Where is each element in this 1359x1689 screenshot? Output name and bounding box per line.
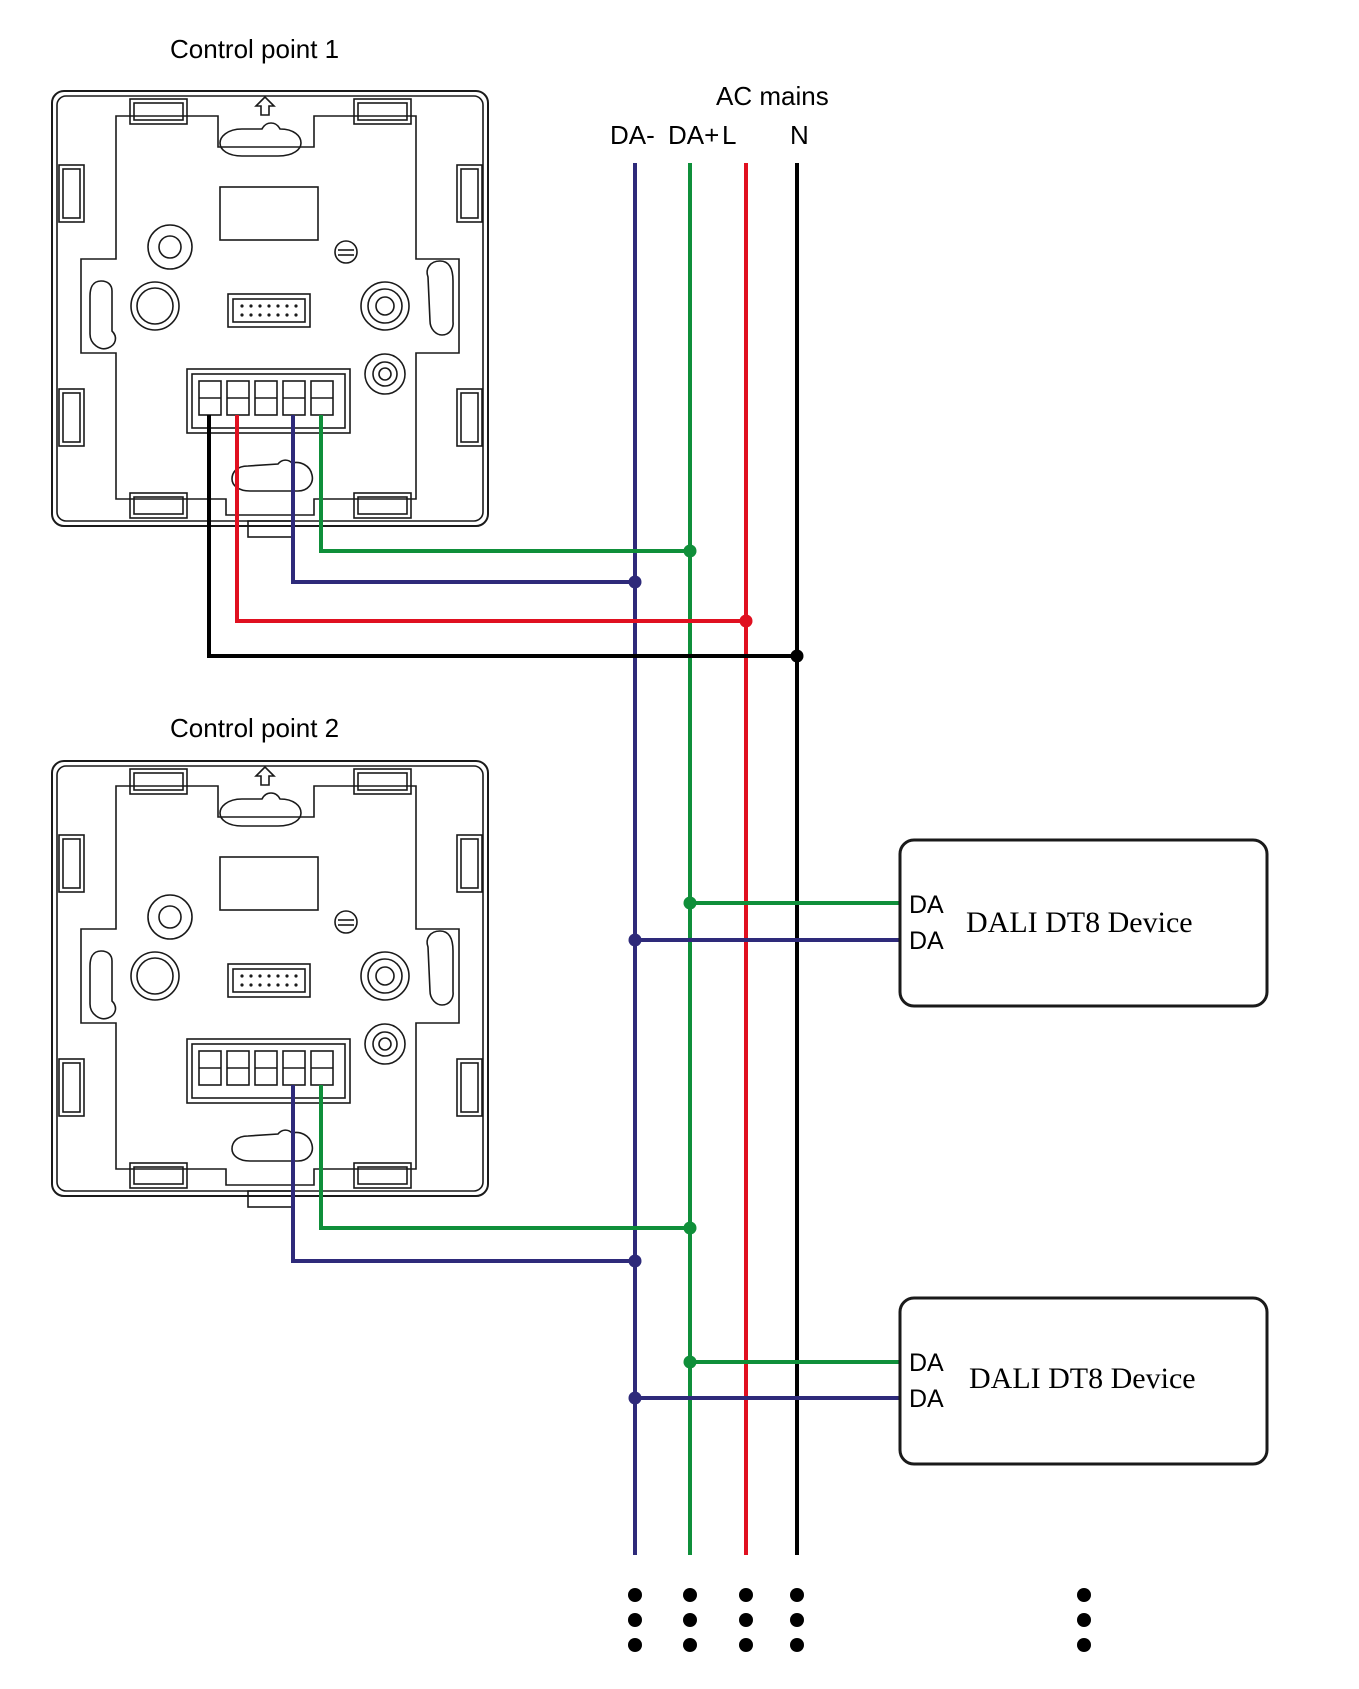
device-2-terminal-2: DA [909,1385,944,1413]
bus-label-da-minus: DA- [610,120,655,150]
cp1-neutral-wire [207,415,797,658]
junction-dot [739,614,753,628]
bus-label-n: N [790,120,809,150]
device-1-terminal-2: DA [909,927,944,955]
bus-label-da-plus: DA+ [668,120,719,150]
junction-dot [790,649,804,663]
dali-device-1: DA DA DALI DT8 Device [898,838,1269,1008]
ac-mains-label: AC mains [716,81,829,111]
junction-dot [628,575,642,589]
continuation-dots [628,1588,1091,1652]
junction-dot [683,1221,697,1235]
junction-dot [683,1355,697,1369]
device-2-terminal-1: DA [909,1349,944,1377]
cp2-da-minus-wire [291,1085,635,1263]
cp1-da-minus-wire [291,415,635,584]
device-1-terminal-1: DA [909,891,944,919]
cp2-da-plus-wire [319,1085,690,1230]
junction-dot [683,896,697,910]
device-2-title: DALI DT8 Device [969,1362,1196,1395]
device-1-title: DALI DT8 Device [966,906,1193,939]
junction-dot [628,1391,642,1405]
junction-dots [628,544,804,1405]
control-point-1-label: Control point 1 [170,34,339,64]
cp1-da-plus-wire [319,415,690,553]
cp1-live-wire [235,415,746,623]
control-panel-2 [51,760,489,1208]
bus-label-l: L [722,120,736,150]
junction-dot [683,544,697,558]
junction-dot [628,933,642,947]
control-panel-1 [51,90,489,538]
junction-dot [628,1254,642,1268]
control-point-2-label: Control point 2 [170,713,339,743]
dali-device-2: DA DA DALI DT8 Device [898,1296,1269,1466]
